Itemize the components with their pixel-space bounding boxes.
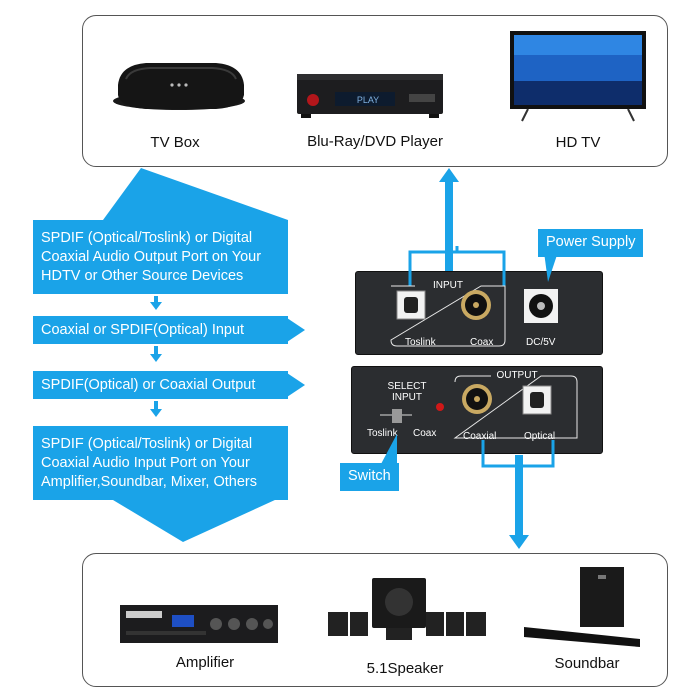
tv-box-label: TV Box [150,134,200,151]
coaxial-output-port [462,384,492,414]
hdtv-label: HD TV [555,134,601,151]
speaker-system-image [328,578,486,640]
optical-output-port [522,385,552,415]
flow-box-3-pointer [287,373,305,397]
tv-box-image [113,63,245,110]
speaker-label: 5.1Speaker [366,660,444,677]
flow-step-1: SPDIF (Optical/Toslink) or Digital Coaxi… [33,220,288,294]
bluray-player-label: Blu-Ray/DVD Player [307,133,443,150]
flow-arrow-1 [150,302,162,310]
flow-arrow-3-stem [154,401,158,411]
coax-input-port [461,290,491,320]
flow-arrow-2-stem [154,346,158,356]
switch-callout: Switch [340,463,399,491]
flow-step-4: SPDIF (Optical/Toslink) or Digital Coaxi… [33,426,288,500]
power-supply-callout: Power Supply [538,229,644,257]
flow-box-4-bubble [103,494,288,542]
switch-toslink-label: Toslink [367,428,398,439]
power-supply-pointer [544,252,558,282]
input-label: INPUT [433,280,463,291]
select-input-label: SELECT INPUT [387,381,427,403]
coaxial-output-label: Coaxial [463,431,497,442]
output-label: OUTPUT [496,370,538,381]
flow-arrow-1-stem [154,296,158,304]
flow-arrow-3 [150,409,162,417]
player-display-text: PLAY [356,95,380,105]
input-bracket [408,246,506,286]
output-bracket [481,440,555,468]
flow-box-1-bubble [103,168,288,220]
flow-arrow-2 [150,354,162,362]
toslink-input-port [396,290,426,320]
optical-output-label: Optical [524,431,556,442]
input-group-frame [390,285,506,347]
bluray-player-image [297,74,443,118]
flow-box-2-pointer [287,318,305,342]
coax-input-label: Coax [470,337,494,348]
status-led [436,403,444,411]
soundbar-label: Soundbar [554,655,620,672]
arrow-up-to-sources [439,168,459,272]
soundbar-image [524,567,640,647]
dc-label: DC/5V [526,337,556,348]
toslink-input-label: Toslink [405,337,436,348]
input-select-switch[interactable] [376,405,416,425]
output-group-frame [453,375,578,439]
flow-step-2: Coaxial or SPDIF(Optical) Input [33,316,288,344]
arrow-down-to-outputs [509,455,529,549]
amplifier-image [120,605,278,643]
flow-step-3: SPDIF(Optical) or Coaxial Output [33,371,288,399]
dc-power-jack [524,289,558,323]
switch-pointer [381,434,397,464]
hdtv-image [510,31,646,122]
amplifier-label: Amplifier [175,654,235,671]
switch-coax-label: Coax [413,428,437,439]
